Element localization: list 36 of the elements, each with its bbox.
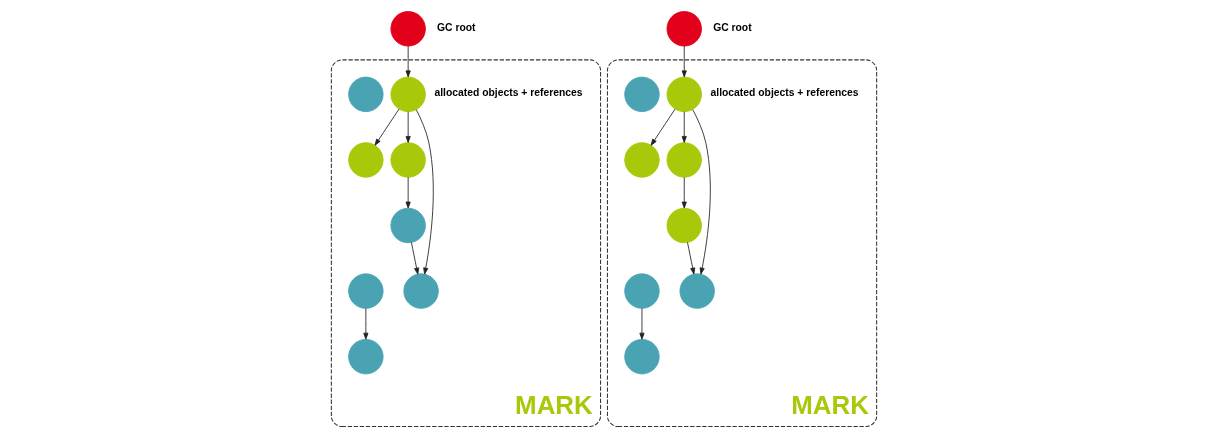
arrow: [686, 242, 695, 275]
node-label: GC root: [712, 21, 752, 33]
arrow: [691, 109, 711, 275]
node-circle: [347, 339, 384, 375]
node-circle: [347, 76, 384, 113]
arrow: [650, 108, 675, 146]
node-circle: [347, 273, 384, 309]
node-circle: [666, 11, 702, 47]
node-circle: [389, 142, 426, 178]
arrow: [405, 111, 411, 143]
arrow: [405, 45, 411, 78]
arrow: [681, 176, 687, 209]
node-circle: [389, 11, 426, 47]
node-label: allocated objects + references: [433, 87, 583, 99]
node-circle: [666, 76, 702, 113]
arrow: [638, 307, 644, 340]
node-circle: [389, 207, 426, 244]
arrow: [362, 307, 368, 340]
arrow: [410, 242, 419, 275]
node-label: GC root: [436, 21, 476, 33]
node-circle: [402, 273, 439, 309]
arrow: [681, 111, 687, 143]
node-circle: [623, 273, 660, 309]
arrow: [374, 108, 399, 146]
arrow: [405, 176, 411, 209]
node-circle: [666, 207, 702, 244]
node-circle: [623, 339, 660, 375]
node-circle: [623, 76, 660, 113]
arrow: [681, 45, 687, 78]
node-circle: [389, 76, 426, 113]
arrow: [415, 109, 434, 275]
node-circle: [623, 142, 660, 178]
node-label: allocated objects + references: [710, 87, 859, 99]
node-circle: [666, 142, 702, 178]
node-circle: [347, 142, 384, 178]
node-circle: [679, 273, 715, 309]
